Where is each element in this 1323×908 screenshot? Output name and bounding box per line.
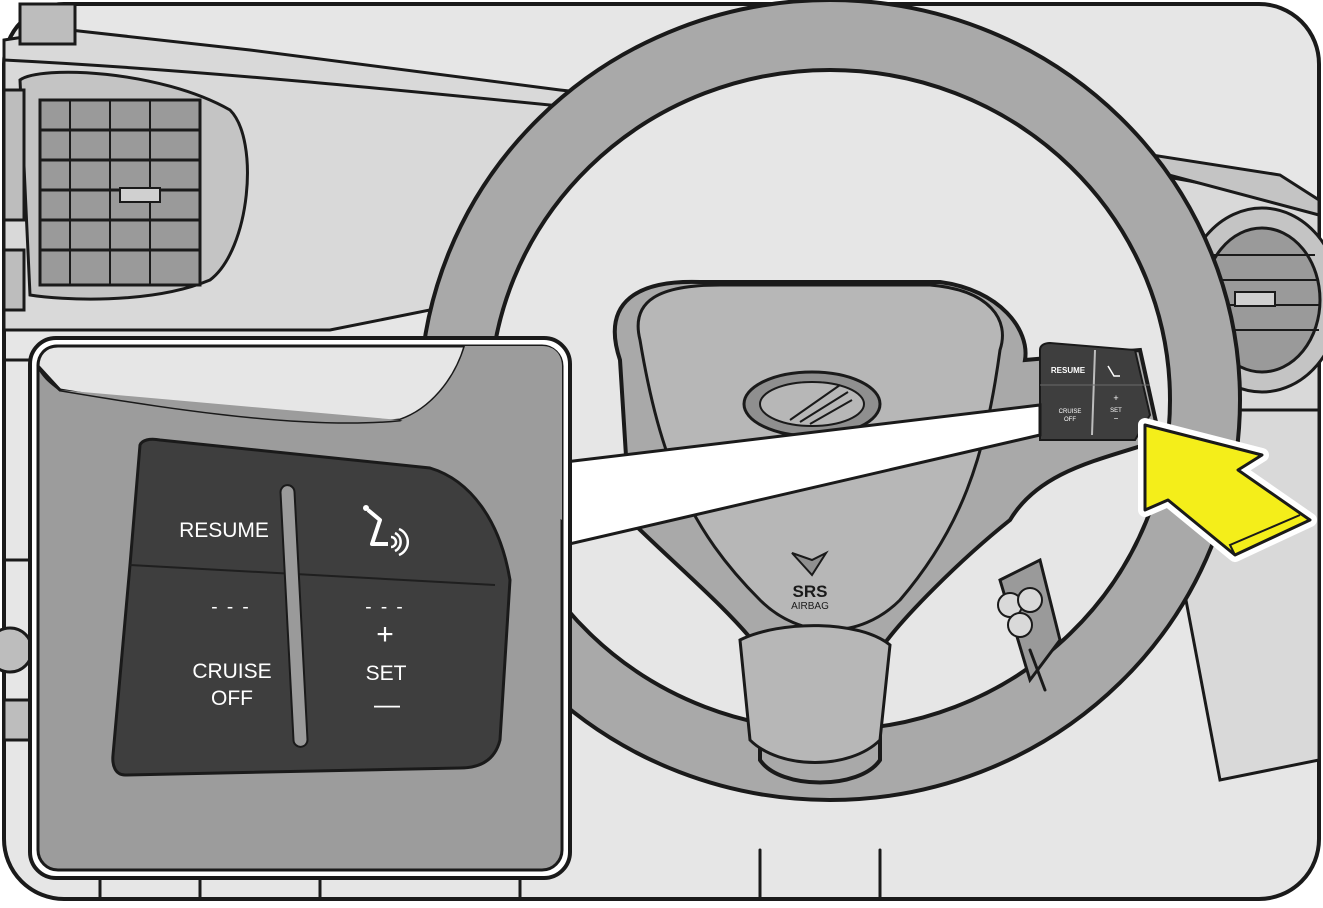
ignition-key	[997, 557, 1062, 692]
small-minus-label: −	[1114, 414, 1119, 423]
airbag-icon	[791, 550, 829, 577]
cruise-switch-small: RESUME CRUISE OFF + SET −	[1039, 341, 1152, 441]
resume-label: RESUME	[179, 519, 269, 542]
voice-command-icon	[363, 505, 409, 557]
switch-divider	[279, 484, 309, 748]
dash-corner-block	[18, 2, 77, 46]
dash-right: - - -	[365, 597, 405, 618]
small-cruise-label: CRUISE	[1059, 409, 1082, 415]
srs-label: SRS	[793, 582, 828, 601]
small-plus-label: +	[1113, 393, 1118, 403]
small-resume-label: RESUME	[1051, 366, 1086, 375]
airbag-label: AIRBAG	[791, 601, 829, 612]
small-set-label: SET	[1110, 408, 1122, 414]
cruise-label: CRUISE	[192, 660, 271, 683]
dash-left: - - -	[211, 597, 251, 618]
small-off-label: OFF	[1064, 417, 1076, 423]
steering-wheel: SRS AIRBAG	[418, 0, 1242, 802]
minus-label: —	[374, 689, 400, 719]
cruise-switch-zoom	[111, 437, 512, 777]
left-vent-grille	[38, 98, 202, 287]
set-label: SET	[366, 662, 407, 685]
plus-label: +	[376, 618, 394, 651]
pointer-arrow	[1138, 418, 1317, 562]
zoom-callout: RESUME - - - CRUISE OFF - - - + SET —	[28, 336, 572, 880]
off-label: OFF	[211, 687, 253, 710]
